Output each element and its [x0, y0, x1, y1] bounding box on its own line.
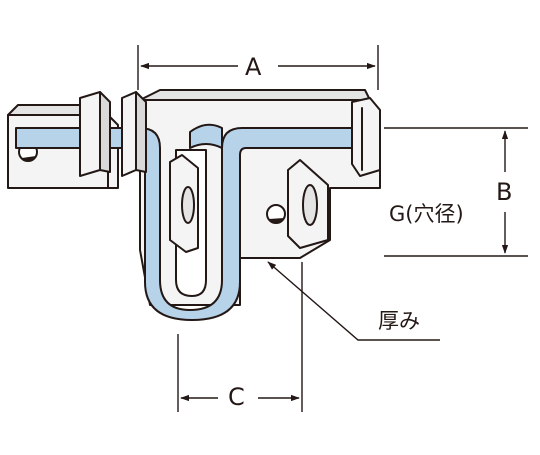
dim-b-label: B	[496, 178, 513, 206]
guide-block-middle	[169, 154, 199, 253]
dim-c-label: C	[228, 383, 245, 411]
guide-post-left	[79, 91, 147, 177]
thickness-leader	[267, 261, 370, 341]
hole-diameter-label: G(穴径)	[389, 202, 464, 226]
thickness-label: 厚み	[378, 309, 420, 333]
end-stop	[351, 97, 381, 177]
dim-a-label: A	[245, 53, 262, 81]
guide-block-right	[287, 159, 329, 249]
